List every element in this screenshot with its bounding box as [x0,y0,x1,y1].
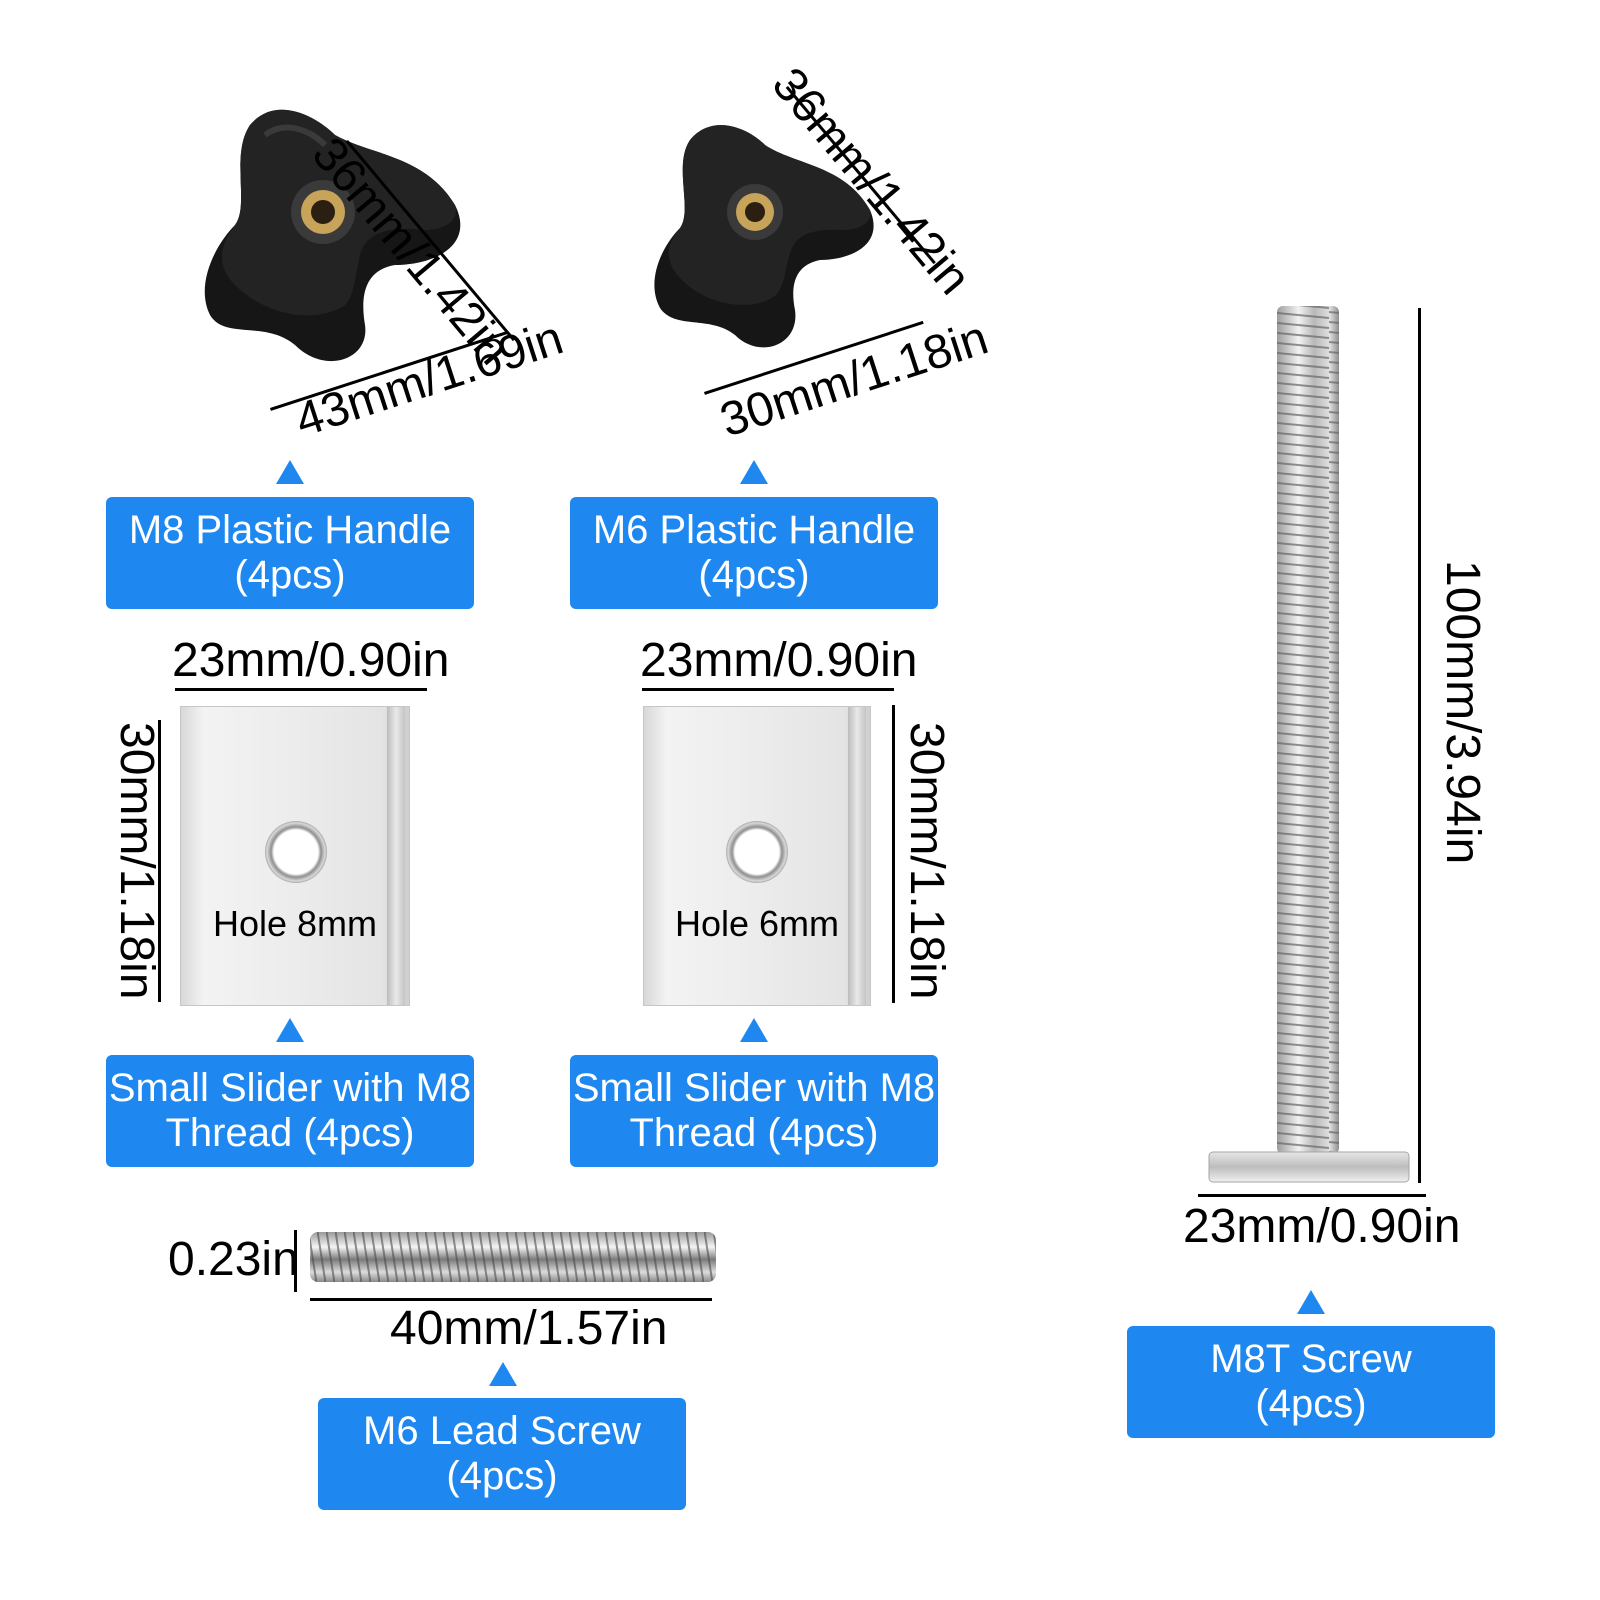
t-screw-length-line [1418,308,1421,1183]
up-arrow-icon [489,1362,517,1386]
slider-left-rail [387,707,405,1005]
slider-right-hole [726,821,788,883]
lead-screw-label: M6 Lead Screw (4pcs) [318,1398,686,1510]
slider-left-width-dim: 23mm/0.90in [172,634,450,687]
slider-left-label-line1: Small Slider with M8 [108,1066,472,1110]
slider-right-image: Hole 6mm [643,706,871,1006]
m8-handle-label: M8 Plastic Handle (4pcs) [106,497,474,609]
slider-right-width-line [642,688,894,691]
slider-left-height-dim: 30mm/1.18in [110,722,163,1000]
lead-screw-image [310,1232,716,1282]
up-arrow-icon [1297,1290,1325,1314]
lead-screw-label-line2: (4pcs) [446,1454,558,1498]
t-screw-length-dim: 100mm/3.94in [1436,560,1489,865]
t-screw-label-line2: (4pcs) [1255,1382,1367,1426]
slider-right-height-line [892,705,895,1003]
lead-screw-length-line [310,1298,712,1301]
t-screw-head-dim: 23mm/0.90in [1183,1200,1461,1253]
m8-knob-image [204,109,461,362]
lead-screw-dia-line [294,1230,297,1292]
m6-handle-label-line1: M6 Plastic Handle [592,508,916,552]
slider-right-height-dim: 30mm/1.18in [900,722,953,1000]
up-arrow-icon [276,1018,304,1042]
m8-handle-label-line2: (4pcs) [234,553,346,597]
lead-screw-label-line1: M6 Lead Screw [363,1409,641,1453]
t-screw-head-line [1198,1194,1426,1197]
m6-handle-label: M6 Plastic Handle (4pcs) [570,497,938,609]
slider-right-width-dim: 23mm/0.90in [640,634,918,687]
up-arrow-icon [740,460,768,484]
t-screw-label-line1: M8T Screw [1210,1337,1412,1381]
slider-left-hole-text: Hole 8mm [212,903,378,944]
slider-left-label: Small Slider with M8 Thread (4pcs) [106,1055,474,1167]
slider-right-label: Small Slider with M8 Thread (4pcs) [570,1055,938,1167]
slider-left-height-line [158,720,161,1002]
slider-left-hole [265,821,327,883]
m6-knob-image [654,125,874,348]
lead-screw-length-dim: 40mm/1.57in [390,1302,668,1355]
slider-right-label-line1: Small Slider with M8 [572,1066,936,1110]
slider-right-label-line2: Thread (4pcs) [629,1111,879,1155]
m8-handle-label-line1: M8 Plastic Handle [128,508,452,552]
m6-handle-label-line2: (4pcs) [698,553,810,597]
up-arrow-icon [740,1018,768,1042]
lead-screw-dia-dim: 0.23in [168,1233,299,1286]
slider-right-hole-text: Hole 6mm [674,903,840,944]
slider-left-width-line [175,688,427,691]
t-screw-image [1208,306,1410,1183]
t-screw-label: M8T Screw (4pcs) [1127,1326,1495,1438]
slider-left-image: Hole 8mm [180,706,410,1006]
slider-right-rail [848,707,866,1005]
up-arrow-icon [276,460,304,484]
slider-left-label-line2: Thread (4pcs) [165,1111,415,1155]
